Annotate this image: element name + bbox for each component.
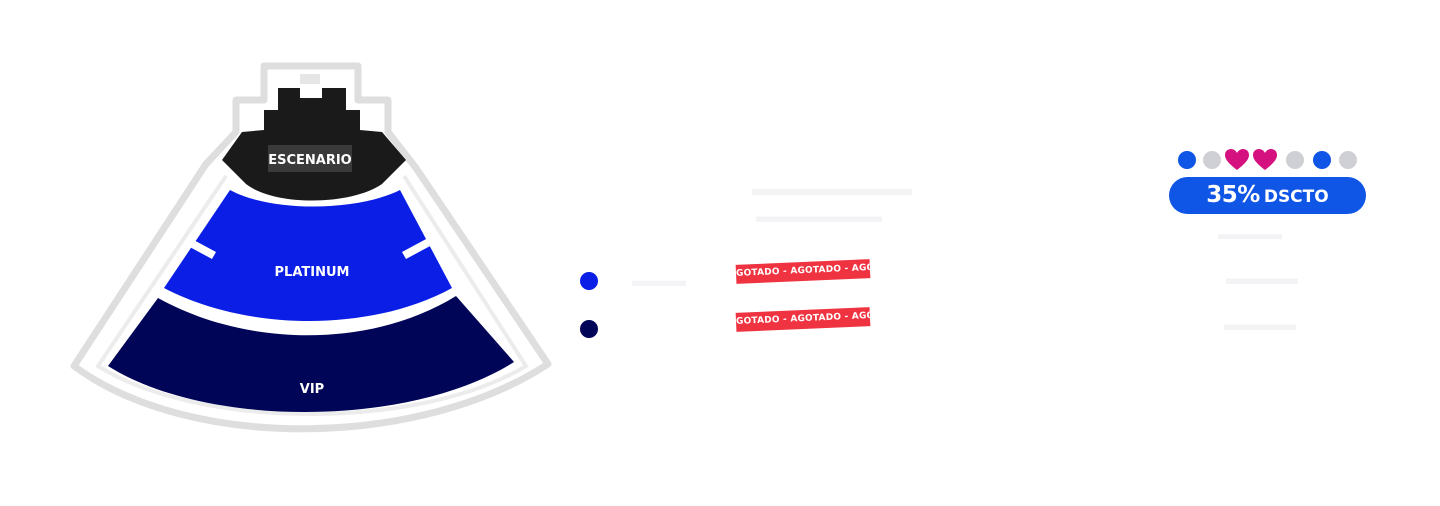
gray-dot-icon: [1286, 151, 1304, 169]
discount-word: DSCTO: [1263, 187, 1329, 207]
legend-row-vip[interactable]: GOTADO - AGOTADO - AGOTADO - AGOTADO - A: [580, 307, 880, 340]
faint-price-2: ▬▬▬▬: [1224, 314, 1296, 334]
soldout-text: GOTADO - AGOTADO - AGOTADO - AGOTADO - A: [735, 307, 871, 327]
gray-dot-icon: [1203, 151, 1221, 169]
stage-tower: [300, 74, 320, 84]
section-platinum[interactable]: [164, 190, 452, 321]
platinum-aisle-right: [402, 238, 432, 259]
stage-label: ESCENARIO: [268, 153, 352, 168]
faint-price-1: ▬▬▬▬: [1226, 268, 1298, 288]
blue-dot-icon: [1178, 151, 1196, 169]
discount-badge: 35%DSCTO: [1169, 177, 1366, 214]
faint-subheading: ▬▬▬▬▬▬▬: [756, 206, 882, 226]
section-platinum-label: PLATINUM: [275, 265, 350, 280]
stage-label-box: [268, 145, 352, 172]
discount-promo: 35%DSCTO: [1168, 146, 1368, 218]
legend-dot-vip: [580, 320, 598, 338]
faint-price-label: ▬▬▬▬: [1218, 226, 1282, 243]
venue-inner-rim: [95, 174, 529, 416]
blue-dot-icon: [1313, 151, 1331, 169]
platinum-aisle-left: [186, 238, 216, 259]
heart-icon: [1253, 149, 1277, 170]
legend-row-platinum[interactable]: ▬▬▬ GOTADO - AGOTADO - AGOTADO - AGOTADO…: [580, 259, 880, 292]
discount-percent: 35%: [1206, 182, 1260, 208]
faint-heading: ▬▬▬▬▬▬▬▬: [752, 178, 912, 200]
gray-dot-icon: [1339, 151, 1357, 169]
section-vip[interactable]: [108, 296, 514, 413]
soldout-text: GOTADO - AGOTADO - AGOTADO - AGOTADO - A: [735, 259, 871, 279]
venue-seating-map: ESCENARIO PLATINUM VIP: [70, 62, 552, 433]
legend-dot-platinum: [580, 272, 598, 290]
soldout-banner: GOTADO - AGOTADO - AGOTADO - AGOTADO - A: [735, 307, 871, 332]
heart-icon: [1225, 149, 1249, 170]
section-vip-label: VIP: [300, 382, 324, 397]
legend-faint-label: ▬▬▬: [632, 270, 686, 290]
stage-area[interactable]: [222, 88, 406, 201]
soldout-banner: GOTADO - AGOTADO - AGOTADO - AGOTADO - A: [735, 259, 871, 284]
